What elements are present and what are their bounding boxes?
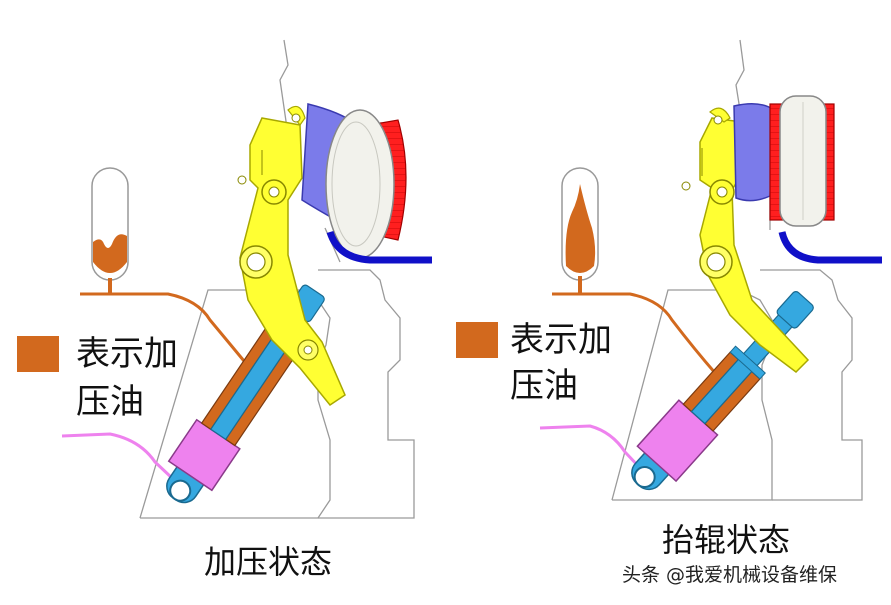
right-oil-reservoir	[561, 167, 599, 294]
right-hydraulic-cylinder	[631, 291, 814, 491]
right-panel	[539, 39, 882, 501]
right-wedge-pad	[733, 103, 775, 202]
left-caption: 加压状态	[204, 543, 333, 581]
right-legend-swatch	[456, 322, 498, 358]
watermark-text: 头条 @我爱机械设备维保	[622, 564, 838, 586]
left-legend-label-line1: 表示加	[76, 334, 178, 374]
left-guide-plate	[326, 230, 432, 264]
left-hydraulic-cylinder	[166, 284, 325, 504]
left-work-roll	[325, 109, 407, 259]
left-swing-arm	[237, 105, 346, 407]
left-panel	[61, 39, 432, 519]
right-guide-plate	[778, 231, 882, 264]
right-swing-arm	[681, 107, 810, 373]
left-legend-label-line2: 压油	[76, 382, 144, 422]
right-pink-pipe	[539, 424, 642, 470]
right-caption: 抬辊状态	[662, 521, 791, 559]
right-oil-pipe	[552, 292, 718, 375]
left-pink-pipe	[61, 432, 174, 480]
left-legend-swatch	[17, 336, 59, 372]
left-oil-reservoir	[91, 167, 129, 294]
right-work-roll	[769, 95, 835, 227]
right-legend-label-line1: 表示加	[510, 320, 612, 360]
right-legend-label-line2: 压油	[510, 366, 578, 406]
